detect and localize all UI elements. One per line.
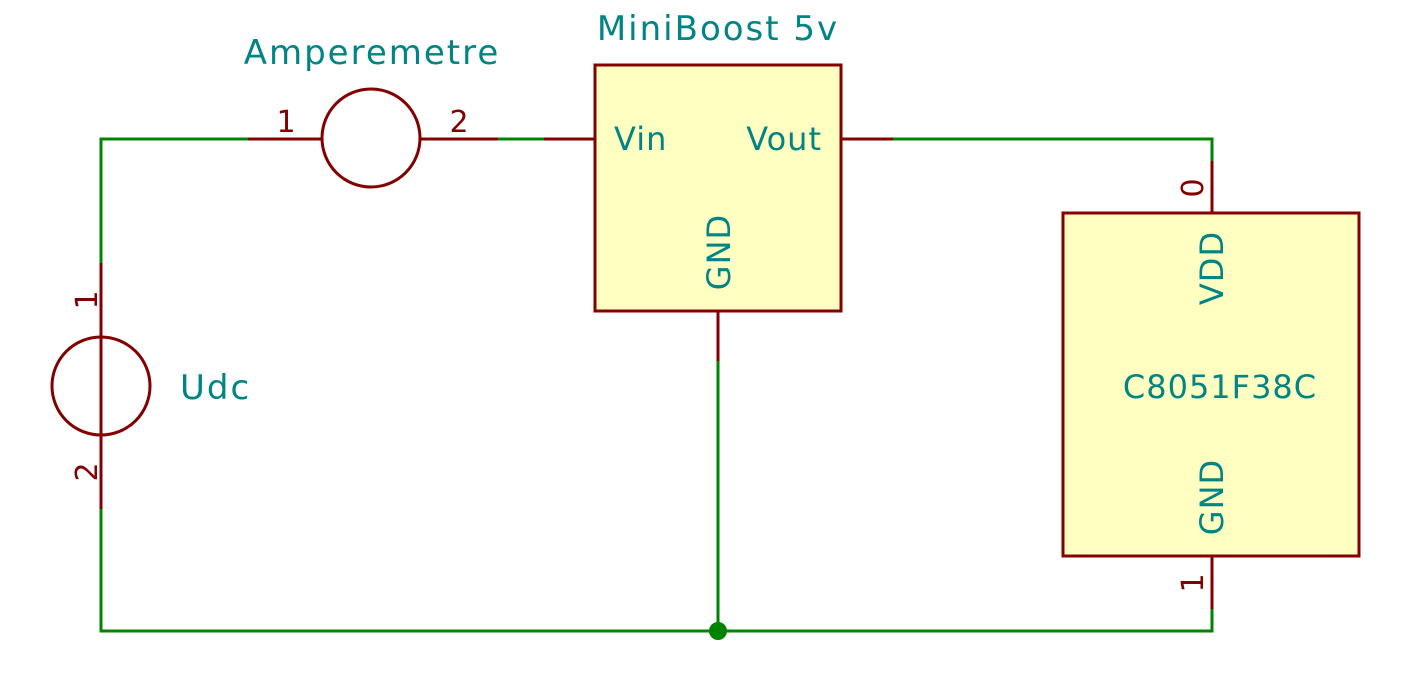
miniboost-vin-label: Vin xyxy=(614,120,667,158)
source-reference-label: Udc xyxy=(180,368,251,408)
wire-ground-bus[interactable] xyxy=(99,507,1214,633)
mcu-gnd-label: GND xyxy=(1193,459,1231,535)
miniboost-vout-label: Vout xyxy=(746,120,822,158)
ammeter-pin-2-number: 2 xyxy=(449,105,468,140)
wire-ammeter-to-source[interactable] xyxy=(99,137,250,265)
mcu-symbol[interactable]: 0 1 VDD GND C8051F38C xyxy=(1123,161,1317,609)
ammeter-reference-label: Amperemetre xyxy=(244,33,501,73)
miniboost-gnd-label: GND xyxy=(700,214,738,290)
miniboost-symbol[interactable]: Vin Vout GND MiniBoost 5v xyxy=(544,9,893,361)
mcu-pin-gnd-number: 1 xyxy=(1176,573,1211,592)
source-circle-icon xyxy=(50,335,152,437)
voltage-source-symbol[interactable]: 1 2 Udc xyxy=(50,263,251,509)
wire-vout-to-vdd[interactable] xyxy=(891,137,1214,163)
source-pin-2-number: 2 xyxy=(70,462,105,481)
mcu-body[interactable] xyxy=(1061,211,1361,558)
ammeter-circle-icon xyxy=(320,87,422,189)
miniboost-body[interactable] xyxy=(593,63,843,313)
junction-dot xyxy=(709,622,727,640)
wires xyxy=(99,137,1214,640)
source-pin-1-number: 1 xyxy=(70,290,105,309)
mcu-vdd-label: VDD xyxy=(1193,231,1231,305)
ammeter-symbol[interactable]: 1 2 Amperemetre xyxy=(244,33,501,189)
ammeter-pin-1-number: 1 xyxy=(276,105,295,140)
miniboost-reference-label: MiniBoost 5v xyxy=(597,9,839,49)
mcu-pin-vdd-number: 0 xyxy=(1176,178,1211,197)
mcu-reference-label: C8051F38C xyxy=(1123,368,1317,406)
